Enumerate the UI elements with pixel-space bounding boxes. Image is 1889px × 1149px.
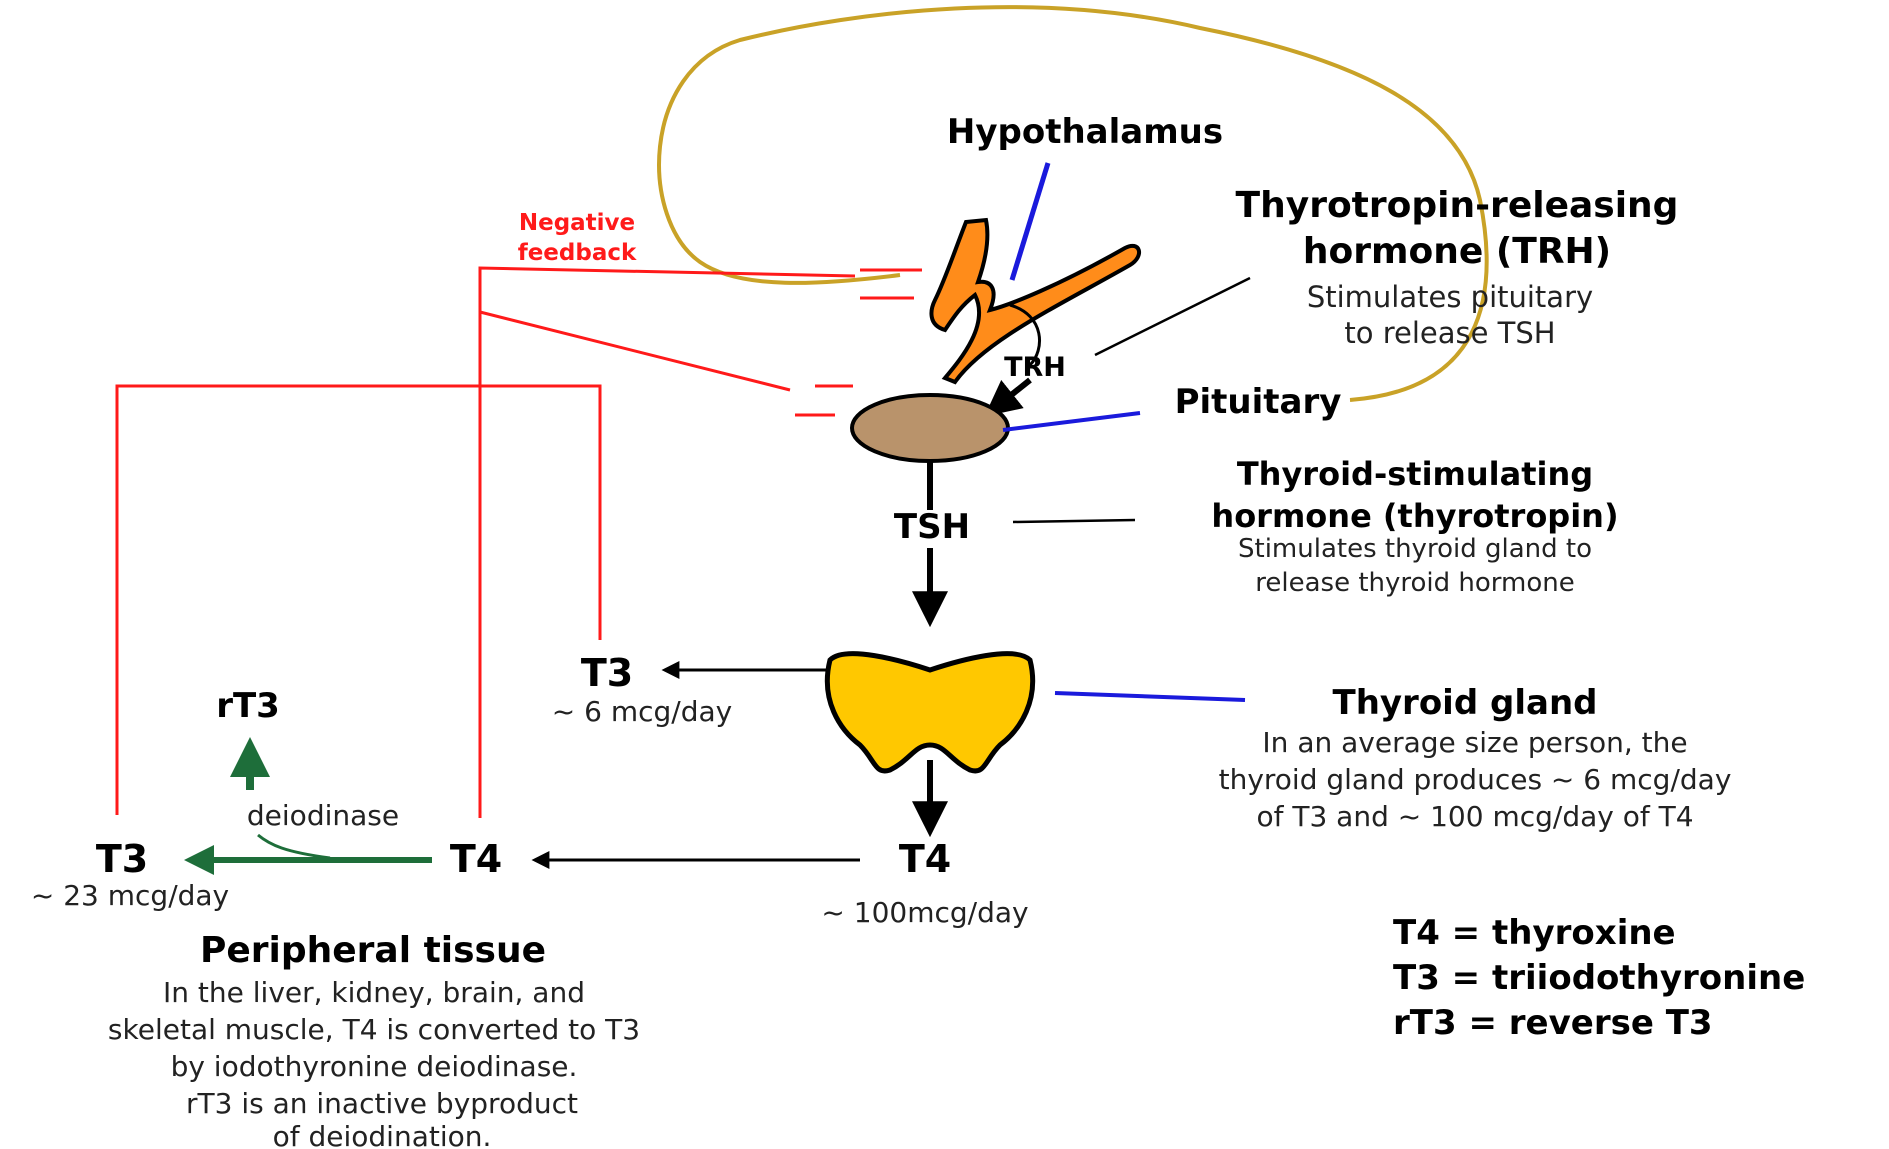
trh-desc-2: to release TSH <box>1344 316 1555 350</box>
thyroid-desc-1: In an average size person, the <box>1262 726 1687 759</box>
peripheral-desc-3: by iodothyronine deiodinase. <box>171 1050 578 1083</box>
pituitary-shape <box>852 395 1008 461</box>
tsh-title-2: hormone (thyrotropin) <box>1211 497 1618 535</box>
t3-peripheral-rate: ~ 23 mcg/day <box>31 879 229 912</box>
legend-item-t4: T4 = thyroxine <box>1393 913 1676 953</box>
t3-gland-rate: ~ 6 mcg/day <box>552 695 732 728</box>
negative-feedback-lines <box>117 268 855 818</box>
deiodinase-label: deiodinase <box>247 799 399 832</box>
thyroid-desc-3: of T3 and ~ 100 mcg/day of T4 <box>1256 800 1693 833</box>
peripheral-desc-4: rT3 is an inactive byproduct <box>186 1087 578 1120</box>
pituitary-label: Pituitary <box>1175 382 1342 422</box>
t4-peripheral-label: T4 <box>450 837 502 881</box>
thyroid-gland-shape <box>827 654 1032 771</box>
tsh-label: TSH <box>894 507 970 547</box>
trh-desc-1: Stimulates pituitary <box>1307 280 1593 314</box>
rt3-label: rT3 <box>216 686 280 726</box>
peripheral-desc-2: skeletal muscle, T4 is converted to T3 <box>108 1013 640 1046</box>
trh-arrow-label: TRH <box>1004 352 1066 383</box>
tsh-desc-1: Stimulates thyroid gland to <box>1238 534 1592 564</box>
t3-gland-label: T3 <box>581 651 633 695</box>
peripheral-desc-1: In the liver, kidney, brain, and <box>163 976 585 1009</box>
hypothalamus-pointer <box>1012 163 1048 280</box>
negative-feedback-label-1: Negative <box>519 210 635 236</box>
hypothalamus-label: Hypothalamus <box>947 112 1223 152</box>
tsh-pointer <box>1013 520 1135 522</box>
t4-gland-rate: ~ 100mcg/day <box>821 896 1028 929</box>
tsh-desc-2: release thyroid hormone <box>1255 568 1574 598</box>
thyroid-pointer <box>1055 693 1245 700</box>
trh-arrow <box>990 380 1030 412</box>
trh-pointer <box>1095 278 1250 355</box>
tsh-title-1: Thyroid-stimulating <box>1237 455 1593 493</box>
deiodinase-branch <box>258 835 330 858</box>
negative-feedback-label-2: feedback <box>518 240 637 266</box>
peripheral-tissue-title: Peripheral tissue <box>200 930 546 971</box>
trh-title-1: Thyrotropin-releasing <box>1236 185 1679 226</box>
inhibition-dashes <box>795 270 922 415</box>
abbreviation-legend: T4 = thyroxine T3 = triiodothyronine rT3… <box>1393 913 1805 1043</box>
legend-item-t3: T3 = triiodothyronine <box>1393 958 1805 998</box>
pituitary-pointer <box>1003 413 1140 430</box>
t3-peripheral-label: T3 <box>96 837 148 881</box>
legend-item-rt3: rT3 = reverse T3 <box>1393 1003 1713 1043</box>
thyroid-gland-label: Thyroid gland <box>1333 683 1598 723</box>
peripheral-desc-5: of deiodination. <box>273 1120 492 1149</box>
trh-title-2: hormone (TRH) <box>1303 231 1611 272</box>
t4-gland-label: T4 <box>899 837 951 881</box>
thyroid-desc-2: thyroid gland produces ~ 6 mcg/day <box>1219 763 1732 796</box>
